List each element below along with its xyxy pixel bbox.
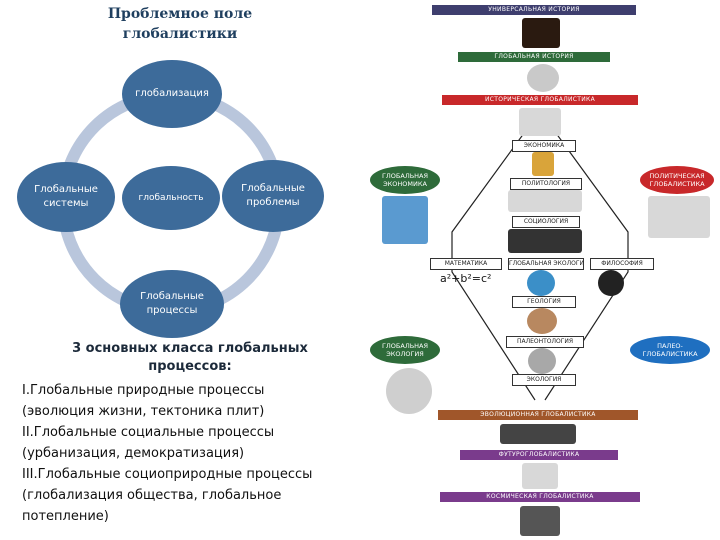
list-item: (эволюция жизни, тектоника плит): [22, 404, 265, 419]
history-image: [519, 108, 561, 136]
processes-list: I.Глобальные природные процессы (эволюци…: [22, 380, 362, 527]
planet-image: [527, 308, 557, 334]
list-item: (глобализация общества, глобальное: [22, 488, 282, 503]
oval-paleo-globalistics: ПАЛЕО-ГЛОБАЛИСТИКА: [630, 336, 710, 364]
galaxy-image: [522, 18, 560, 48]
ecology-globe-image: [386, 368, 432, 414]
formula-text: a²+b²=c²: [440, 272, 492, 285]
bar-historical-globalistics: ИСТОРИЧЕСКАЯ ГЛОБАЛИСТИКА: [442, 95, 638, 105]
globe-hand-image: [382, 196, 428, 244]
yin-yang-icon: [598, 270, 624, 296]
box-sociology: СОЦИОЛОГИЯ: [512, 216, 580, 228]
box-global-ecology: ГЛОБАЛЬНАЯ ЭКОЛОГИЯ: [508, 258, 584, 270]
list-item: III.Глобальные социоприродные процессы: [22, 467, 313, 482]
node-global-problems: Глобальные проблемы: [222, 160, 324, 232]
box-ecology: ЭКОЛОГИЯ: [512, 374, 576, 386]
coins-image: [532, 152, 554, 176]
bar-global-history: ГЛОБАЛЬНАЯ ИСТОРИЯ: [458, 52, 610, 62]
box-mathematics: МАТЕМАТИКА: [430, 258, 502, 270]
space-station-image: [520, 506, 560, 536]
evolution-image: [500, 424, 576, 444]
box-geology: ГЕОЛОГИЯ: [512, 296, 576, 308]
page-title: Проблемное поле глобалистики: [107, 6, 253, 42]
political-map-image: [648, 196, 710, 238]
oval-global-ecology: ГЛОБАЛЬНАЯ ЭКОЛОГИЯ: [370, 336, 440, 364]
people-table-image: [508, 190, 582, 212]
bar-cosmic-globalistics: КОСМИЧЕСКАЯ ГЛОБАЛИСТИКА: [440, 492, 640, 502]
list-item: потепление): [22, 509, 109, 524]
node-global-processes: Глобальные процессы: [120, 270, 224, 338]
ammonite-image: [528, 348, 556, 374]
crowd-image: [508, 229, 582, 253]
list-item: (урбанизация, демократизация): [22, 446, 245, 461]
node-globality: глобальность: [122, 166, 220, 230]
list-item: II.Глобальные социальные процессы: [22, 425, 275, 440]
robot-image: [522, 463, 558, 489]
bar-futuroglobalistics: ФУТУРОГЛОБАЛИСТИКА: [460, 450, 618, 460]
box-economics: ЭКОНОМИКА: [512, 140, 576, 152]
oval-global-economics: ГЛОБАЛЬНАЯ ЭКОНОМИКА: [370, 166, 440, 194]
globe-image: [527, 64, 559, 92]
oval-political-globalistics: ПОЛИТИЧЕСКАЯ ГЛОБАЛИСТИКА: [640, 166, 714, 194]
node-globalization: глобализация: [122, 60, 222, 128]
box-philosophy: ФИЛОСОФИЯ: [590, 258, 654, 270]
earth-image: [527, 270, 555, 296]
node-global-systems: Глобальные системы: [17, 162, 115, 232]
processes-heading: 3 основных класса глобальных процессов:: [72, 341, 308, 374]
box-paleontology: ПАЛЕОНТОЛОГИЯ: [506, 336, 584, 348]
bar-universal-history: УНИВЕРСАЛЬНАЯ ИСТОРИЯ: [432, 5, 636, 15]
bar-evolutionary-globalistics: ЭВОЛЮЦИОННАЯ ГЛОБАЛИСТИКА: [438, 410, 638, 420]
list-item: I.Глобальные природные процессы: [22, 383, 265, 398]
box-politology: ПОЛИТОЛОГИЯ: [510, 178, 582, 190]
